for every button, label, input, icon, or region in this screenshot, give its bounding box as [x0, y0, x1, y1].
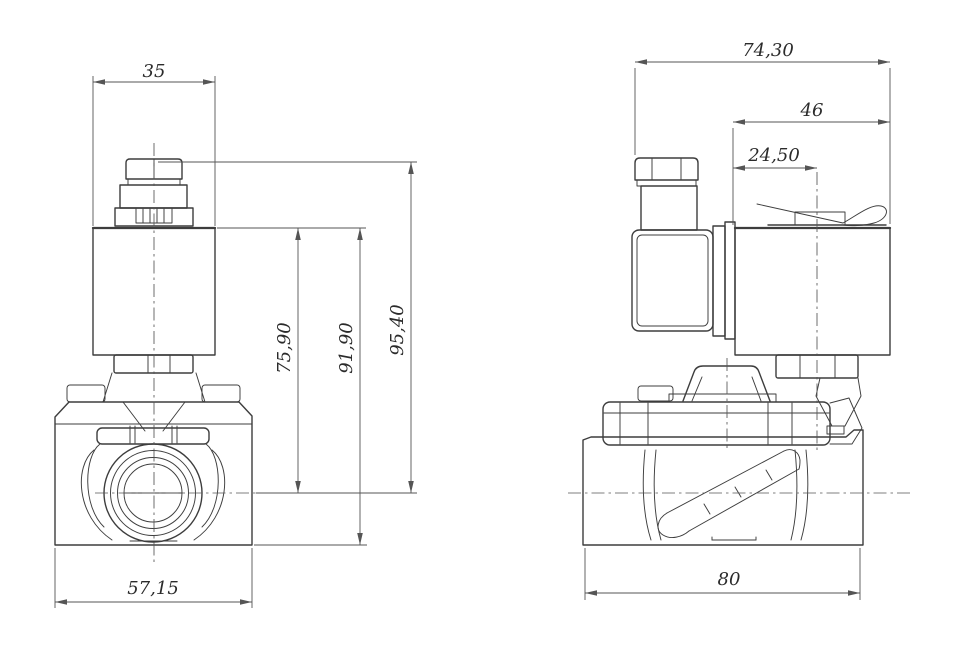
side-view-dimensions: 74,30 46 24,50 80 [584, 40, 891, 600]
dim-coil-width: 35 [93, 61, 215, 85]
side-view: 74,30 46 24,50 80 [568, 40, 912, 600]
front-view-centerlines [95, 143, 256, 562]
dimension-label-coil-depth: 46 [800, 100, 824, 121]
dim-height-75-90: 75,90 [274, 228, 301, 493]
dimension-label-total-height: 95,40 [387, 304, 408, 356]
dim-height-91-90: 91,90 [336, 228, 363, 545]
dimension-label-overall-depth: 74,30 [742, 40, 794, 61]
side-view-centerlines [568, 172, 912, 494]
dim-coil-center-offset: 24,50 [733, 145, 817, 171]
dimension-label-center-to-coil-top: 75,90 [274, 322, 295, 374]
front-view-dimensions: 35 57,15 75,90 91,90 95,40 [54, 61, 417, 608]
dim-coil-depth: 46 [733, 100, 890, 125]
dim-overall-depth: 74,30 [635, 40, 890, 65]
dimension-label-coil-width: 35 [143, 61, 166, 82]
dim-body-length: 80 [585, 569, 860, 596]
dim-body-width: 57,15 [55, 578, 252, 605]
dim-height-95-40: 95,40 [387, 162, 414, 493]
front-view: 35 57,15 75,90 91,90 95,40 [54, 61, 417, 608]
dimension-label-center-to-nut-top: 91,90 [336, 322, 357, 374]
dimension-label-body-width: 57,15 [127, 578, 179, 599]
dimension-label-body-length: 80 [718, 569, 741, 590]
dimension-label-coil-center-offset: 24,50 [747, 145, 800, 166]
side-view-outline [582, 157, 892, 546]
